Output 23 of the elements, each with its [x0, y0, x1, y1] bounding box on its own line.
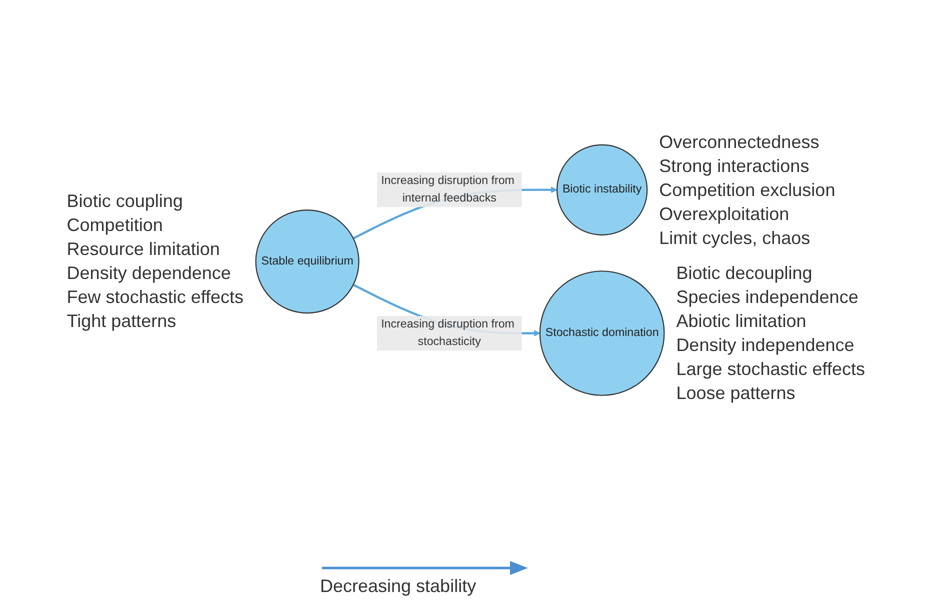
- edge-label: Increasing disruption from internal feedbacks: [381, 174, 514, 204]
- trait-label: Large stochastic effects: [676, 358, 865, 382]
- trait-label: Density dependence: [66, 262, 232, 286]
- trait-label: Abiotic limitation: [676, 310, 808, 334]
- trait-label: Tight patterns: [66, 310, 178, 334]
- edge-label: Increasing disruption from stochasticity: [381, 318, 514, 348]
- trait-label: Density independence: [676, 334, 856, 358]
- trait-label: Competition exclusion: [659, 178, 836, 202]
- trait-label: Overconnectedness: [659, 130, 820, 154]
- trait-label: Species independence: [676, 286, 860, 310]
- trait-label: Biotic decoupling: [676, 262, 814, 286]
- trait-label: Competition: [66, 214, 164, 238]
- node-circle: Stochastic domination: [539, 270, 665, 396]
- trait-label: Biotic coupling: [66, 190, 184, 214]
- trait-label: Loose patterns: [676, 382, 796, 406]
- trait-label: Few stochastic effects: [66, 286, 244, 310]
- node-circle: Biotic instability: [556, 144, 648, 236]
- trait-label: Strong interactions: [659, 154, 810, 178]
- trait-label: Overexploitation: [659, 202, 790, 226]
- trait-label: Limit cycles, chaos: [659, 226, 812, 250]
- node-circle: Stable equilibrium: [255, 209, 360, 314]
- trait-label: Resource limitation: [66, 238, 221, 262]
- axis-label: Decreasing stability: [320, 576, 478, 597]
